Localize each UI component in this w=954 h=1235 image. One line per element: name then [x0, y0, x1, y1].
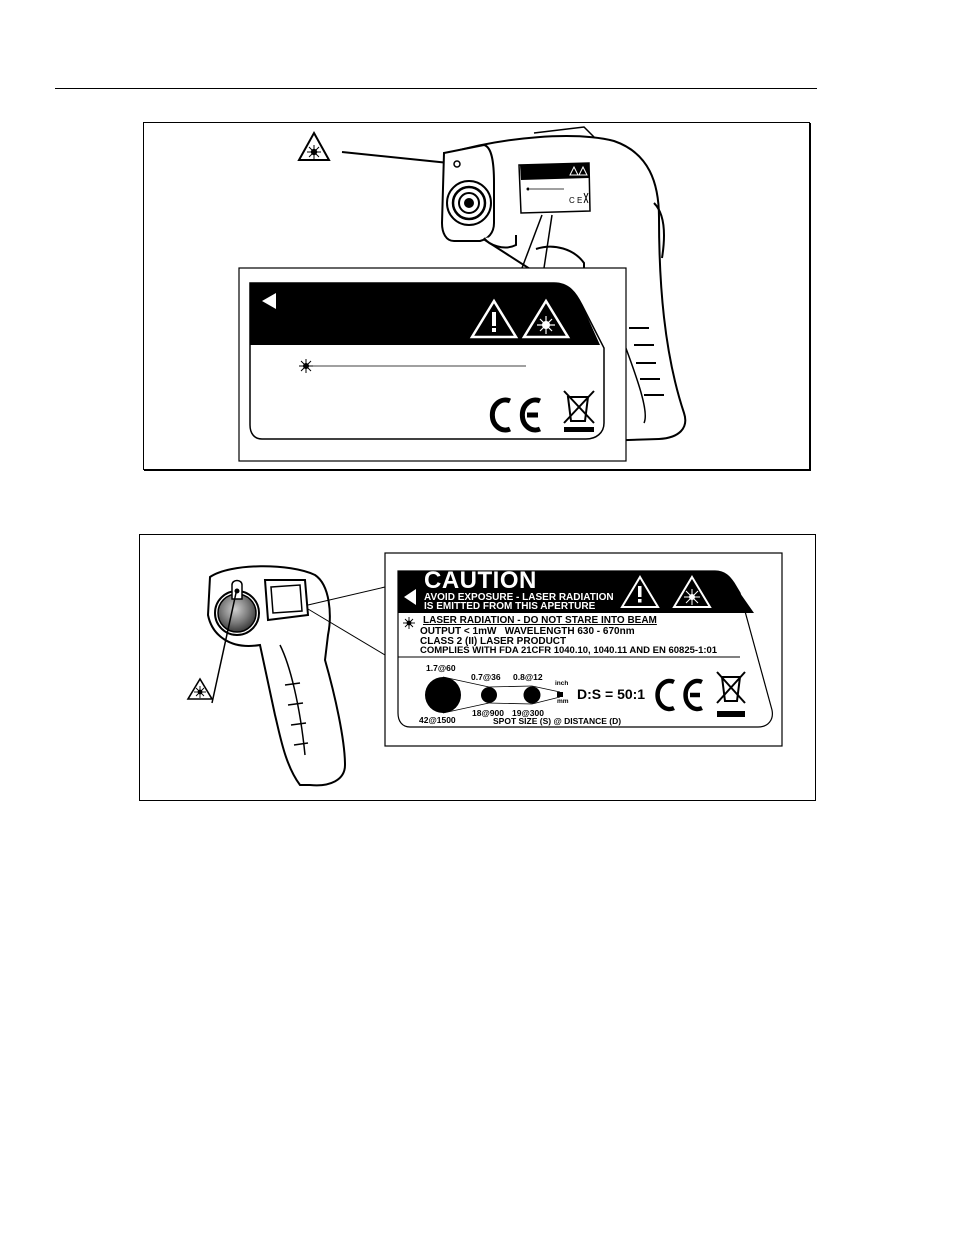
spot-label-5: 18@900: [472, 708, 504, 718]
unit-inch: inch: [555, 680, 569, 687]
spot-mark-small: [557, 692, 563, 697]
weee-crossed-bin-icon: [563, 390, 595, 432]
figure-bottom-drawing: [186, 552, 783, 787]
leader-line: [341, 151, 450, 164]
ce-mark-icon: [655, 678, 703, 712]
figure-top-thermometer-label: C E: [143, 122, 810, 470]
laser-star-icon: [403, 617, 415, 629]
aperture-housing: [440, 143, 517, 249]
spot-label-2: 0.7@36: [471, 672, 501, 682]
laser-star-icon: [299, 359, 313, 373]
figure-top-drawing: C E: [238, 126, 687, 462]
caution-label: [384, 552, 783, 747]
laser-warning-icon-label: [672, 575, 712, 608]
lens-icon: [217, 579, 257, 633]
figure-bottom-thermometer-label: CAUTION AVOID EXPOSURE - LASER RADIATION…: [139, 534, 816, 801]
device-small-label: C E: [518, 162, 591, 214]
beam-lines: [442, 676, 561, 714]
ce-mark-icon: [489, 397, 542, 433]
warning-triangle-icon: [620, 575, 660, 608]
class-line: CLASS 2 (II) LASER PRODUCT: [420, 636, 567, 647]
ds-ratio: D:S = 50:1: [577, 686, 646, 702]
laser-warning-icon-large: [521, 298, 571, 339]
enlarged-label: [238, 267, 627, 462]
caution-line2: IS EMITTED FROM THIS APERTURE: [424, 601, 596, 612]
spot-label-1: 1.7@60: [426, 663, 456, 673]
svg-text:C E: C E: [569, 196, 582, 205]
spot-label-6: 19@300: [512, 708, 544, 718]
caution-line1: AVOID EXPOSURE - LASER RADIATION: [424, 592, 614, 603]
laser-warning-icon-small: [186, 677, 214, 700]
header-rule: [55, 88, 817, 89]
output-line: OUTPUT < 1mW WAVELENGTH 630 - 670nm: [420, 626, 635, 637]
spot-size-caption: SPOT SIZE (S) @ DISTANCE (D): [493, 716, 622, 726]
warning-triangle-icon: [469, 298, 519, 339]
spot-circle-medium-2: [523, 686, 541, 704]
laser-radiation-line: LASER RADIATION - DO NOT STARE INTO BEAM: [423, 615, 657, 626]
weee-crossed-bin-icon: [716, 671, 746, 717]
leader-line-lens: [211, 592, 237, 704]
spot-circle-large: [425, 677, 461, 713]
spot-circle-medium: [481, 687, 497, 703]
laser-warning-icon: [297, 130, 331, 161]
unit-mm: mm: [557, 698, 569, 705]
spot-label-3: 0.8@12: [513, 672, 543, 682]
spot-label-4: 42@1500: [419, 715, 456, 725]
complies-line: COMPLIES WITH FDA 21CFR 1040.10, 1040.11…: [420, 645, 718, 656]
caution-title: CAUTION: [424, 567, 537, 594]
